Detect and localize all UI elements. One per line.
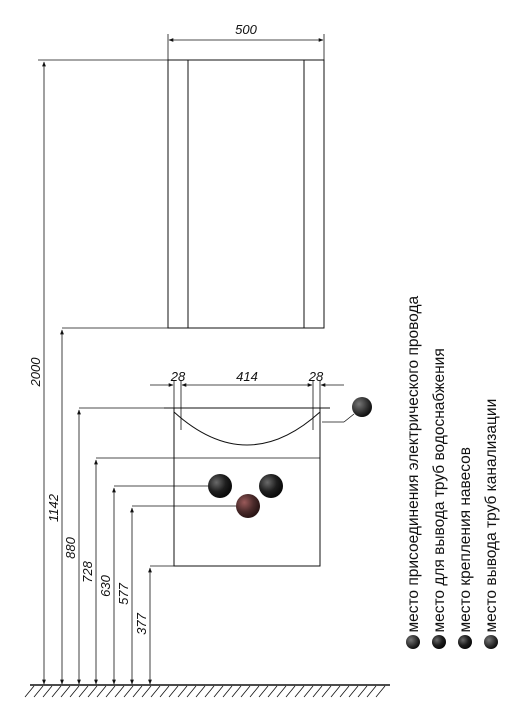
floor-hatch-line — [96, 685, 107, 698]
floor-hatch-line — [339, 685, 350, 698]
legend-item-mounting: - место крепления навесов — [457, 447, 474, 642]
floor-hatch-line — [366, 685, 377, 698]
floor-hatch-line — [141, 685, 152, 698]
floor-hatch-line — [24, 685, 35, 698]
legend-marker-drainage — [484, 635, 498, 649]
vanity-unit — [164, 407, 330, 567]
floor-hatch-line — [150, 685, 161, 698]
legend: - место присоединения электрического про… — [405, 296, 500, 649]
dimension-label-2000: 2000 — [28, 357, 43, 388]
dimension-label-728: 728 — [80, 560, 95, 582]
floor-hatch-line — [303, 685, 314, 698]
floor-hatch-line — [51, 685, 62, 698]
dimension-label-630: 630 — [98, 574, 113, 596]
floor-hatch-line — [357, 685, 368, 698]
connection-markers — [208, 397, 372, 518]
legend-marker-water-supply — [432, 635, 446, 649]
dimension-label-577: 577 — [116, 582, 131, 604]
floor-hatch-line — [42, 685, 53, 698]
floor-hatch-line — [213, 685, 224, 698]
floor-hatch-line — [258, 685, 269, 698]
floor-hatch-line — [60, 685, 71, 698]
floor-hatch-line — [222, 685, 233, 698]
dimension-label-28-left: 28 — [170, 369, 186, 384]
legend-item-water-supply: - место для вывода труб водоснабжения — [431, 348, 448, 642]
floor-hatch-line — [159, 685, 170, 698]
mirror-cabinet — [167, 59, 325, 329]
floor-hatch-line — [348, 685, 359, 698]
floor-hatch-line — [276, 685, 287, 698]
legend-item-electrical: - место присоединения электрического про… — [405, 296, 422, 642]
floor-hatch-line — [321, 685, 332, 698]
floor-hatch-line — [267, 685, 278, 698]
dimension-label-28-right: 28 — [308, 369, 324, 384]
legend-marker-electrical — [406, 635, 420, 649]
sink-bowl-curve — [173, 411, 321, 446]
floor-hatch-line — [231, 685, 242, 698]
water-supply-marker-right — [259, 474, 283, 498]
floor-hatch-line — [132, 685, 143, 698]
floor-hatch-line — [186, 685, 197, 698]
floor-hatch-line — [123, 685, 134, 698]
floor-hatch-line — [87, 685, 98, 698]
dimension-label-500: 500 — [235, 22, 257, 37]
legend-text-mounting: - место крепления навесов — [457, 447, 474, 642]
legend-marker-mounting — [458, 635, 472, 649]
floor-hatch-line — [249, 685, 260, 698]
drainage-marker — [236, 494, 260, 518]
floor-hatch-line — [240, 685, 251, 698]
sink-dimensions: 28 414 28 — [150, 369, 344, 408]
floor — [24, 684, 390, 698]
dimension-label-1142: 1142 — [46, 493, 61, 522]
floor-hatch-line — [375, 685, 386, 698]
dimension-500: 500 — [167, 22, 325, 60]
legend-text-electrical: - место присоединения электрического про… — [405, 296, 422, 642]
legend-text-drainage: - место вывода труб канализации — [483, 399, 500, 642]
floor-hatch-line — [78, 685, 89, 698]
height-dimensions: 2000 1142 880 728 630 577 377 — [28, 59, 236, 685]
floor-hatch-line — [69, 685, 80, 698]
legend-item-drainage: - место вывода труб канализации — [483, 399, 500, 642]
floor-hatch-line — [33, 685, 44, 698]
floor-hatch-line — [168, 685, 179, 698]
dimension-label-377: 377 — [134, 612, 149, 634]
floor-hatch-line — [204, 685, 215, 698]
floor-hatch-line — [195, 685, 206, 698]
electrical-connection-marker — [352, 397, 372, 417]
floor-hatch-line — [177, 685, 188, 698]
legend-text-water-supply: - место для вывода труб водоснабжения — [431, 348, 448, 642]
floor-hatch-line — [294, 685, 305, 698]
floor-hatch-line — [285, 685, 296, 698]
dimension-label-880: 880 — [63, 536, 78, 558]
dimension-label-414: 414 — [236, 369, 258, 384]
water-supply-marker-left — [208, 474, 232, 498]
floor-hatch-line — [312, 685, 323, 698]
floor-hatch-line — [330, 685, 341, 698]
floor-hatch-line — [105, 685, 116, 698]
floor-hatch-line — [114, 685, 125, 698]
